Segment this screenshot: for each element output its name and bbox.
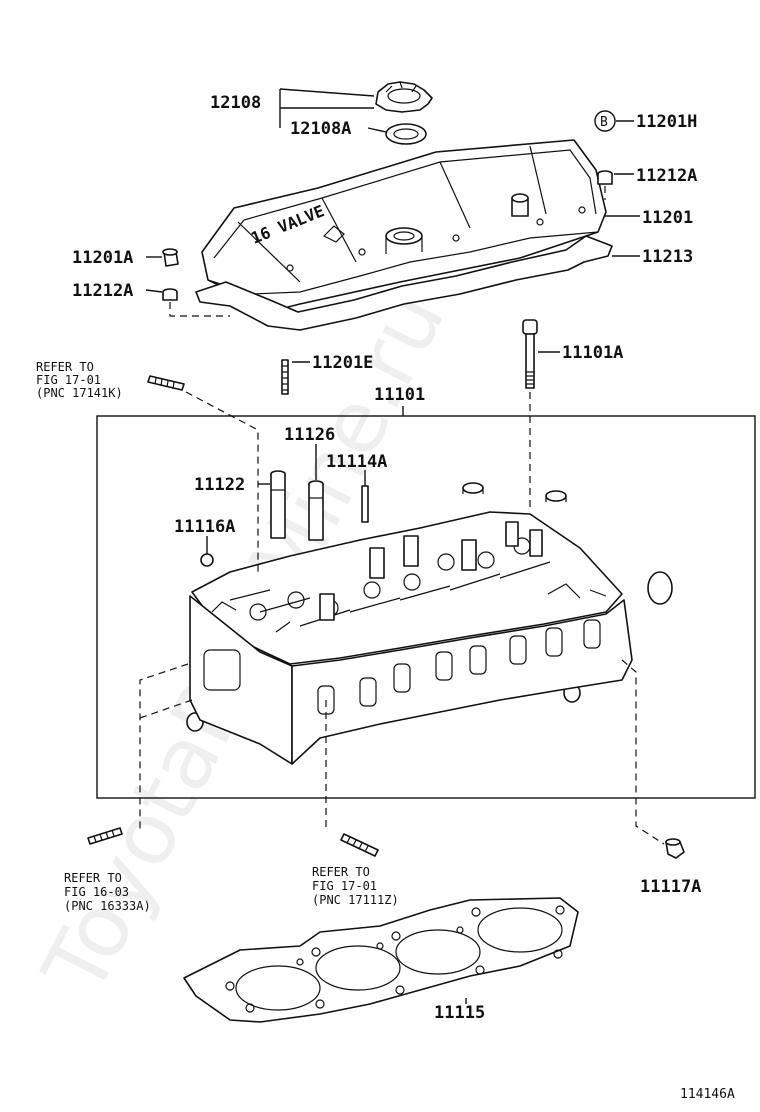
label-11212A-right: 11212A [636, 166, 697, 186]
stud-ref-17141K [147, 375, 185, 391]
stud-ref-17111Z [340, 833, 379, 857]
label-11213: 11213 [642, 247, 693, 267]
label-11122: 11122 [194, 475, 245, 495]
svg-text:(PNC 16333A): (PNC 16333A) [64, 899, 151, 913]
label-11212A-left: 11212A [72, 281, 133, 301]
label-11201E: 11201E [312, 353, 373, 373]
plug-11116A [200, 553, 214, 567]
svg-text:REFER TO: REFER TO [64, 871, 122, 885]
plug-11117A [665, 838, 685, 859]
label-11201H: 11201H [636, 112, 697, 132]
valve-guide-11126 [308, 480, 324, 541]
oil-filler-gasket [385, 123, 427, 145]
grommet-left [162, 248, 179, 267]
plug-right-2 [545, 490, 567, 502]
svg-text:B: B [600, 115, 608, 130]
label-11101: 11101 [374, 385, 425, 405]
dashed-leader-right [621, 659, 665, 845]
valve-cover: 16 VALVE [201, 139, 607, 311]
dashed-leader-left [139, 663, 189, 830]
label-11116A: 11116A [174, 517, 235, 537]
valve-guide-11122 [270, 470, 286, 539]
svg-text:REFER TO: REFER TO [36, 360, 94, 374]
figure-id: 114146A [680, 1087, 735, 1102]
label-11201: 11201 [642, 208, 693, 228]
label-12108A: 12108A [290, 119, 351, 139]
svg-text:FIG 16-03: FIG 16-03 [64, 885, 129, 899]
callout-b: B [594, 110, 616, 132]
svg-text:(PNC 17141K): (PNC 17141K) [36, 386, 123, 400]
oil-filler-cap [375, 81, 433, 113]
dashed-leader-cover [169, 302, 230, 317]
refer-note-top: REFER TO FIG 17-01 (PNC 17141K) [36, 360, 123, 400]
valve-cover-gasket [195, 235, 613, 331]
refer-note-left: REFER TO FIG 16-03 (PNC 16333A) [64, 871, 151, 913]
cylinder-head-assembly-frame [96, 415, 756, 799]
plug-far-right [647, 571, 673, 605]
svg-text:FIG 17-01: FIG 17-01 [36, 373, 101, 387]
head-bolt-11101A [522, 319, 538, 389]
stud-ref-16333A [87, 827, 123, 845]
stud-11201E [281, 359, 289, 395]
seal-washer-right [597, 170, 613, 185]
label-11115: 11115 [434, 1003, 485, 1023]
svg-text:(PNC 17111Z): (PNC 17111Z) [312, 893, 399, 907]
leader-12108 [279, 88, 375, 128]
label-11117A: 11117A [640, 877, 701, 897]
cylinder-head-gasket [183, 897, 579, 1023]
plug-right-1 [462, 482, 484, 494]
label-11201A: 11201A [72, 248, 133, 268]
label-11101A: 11101A [562, 343, 623, 363]
label-11126: 11126 [284, 425, 335, 445]
seal-washer-left [162, 288, 178, 301]
svg-text:REFER TO: REFER TO [312, 865, 370, 879]
leader-12108A [367, 127, 387, 133]
svg-text:FIG 17-01: FIG 17-01 [312, 879, 377, 893]
pin-11114A [361, 485, 369, 523]
refer-note-mid: REFER TO FIG 17-01 (PNC 17111Z) [312, 865, 399, 907]
label-11114A: 11114A [326, 452, 387, 472]
dashed-leader-left-2 [139, 699, 193, 719]
cylinder-head [189, 511, 633, 765]
label-12108: 12108 [210, 93, 261, 113]
dashed-leader-stud-top [185, 391, 259, 574]
leader-11212A-l [145, 289, 163, 293]
